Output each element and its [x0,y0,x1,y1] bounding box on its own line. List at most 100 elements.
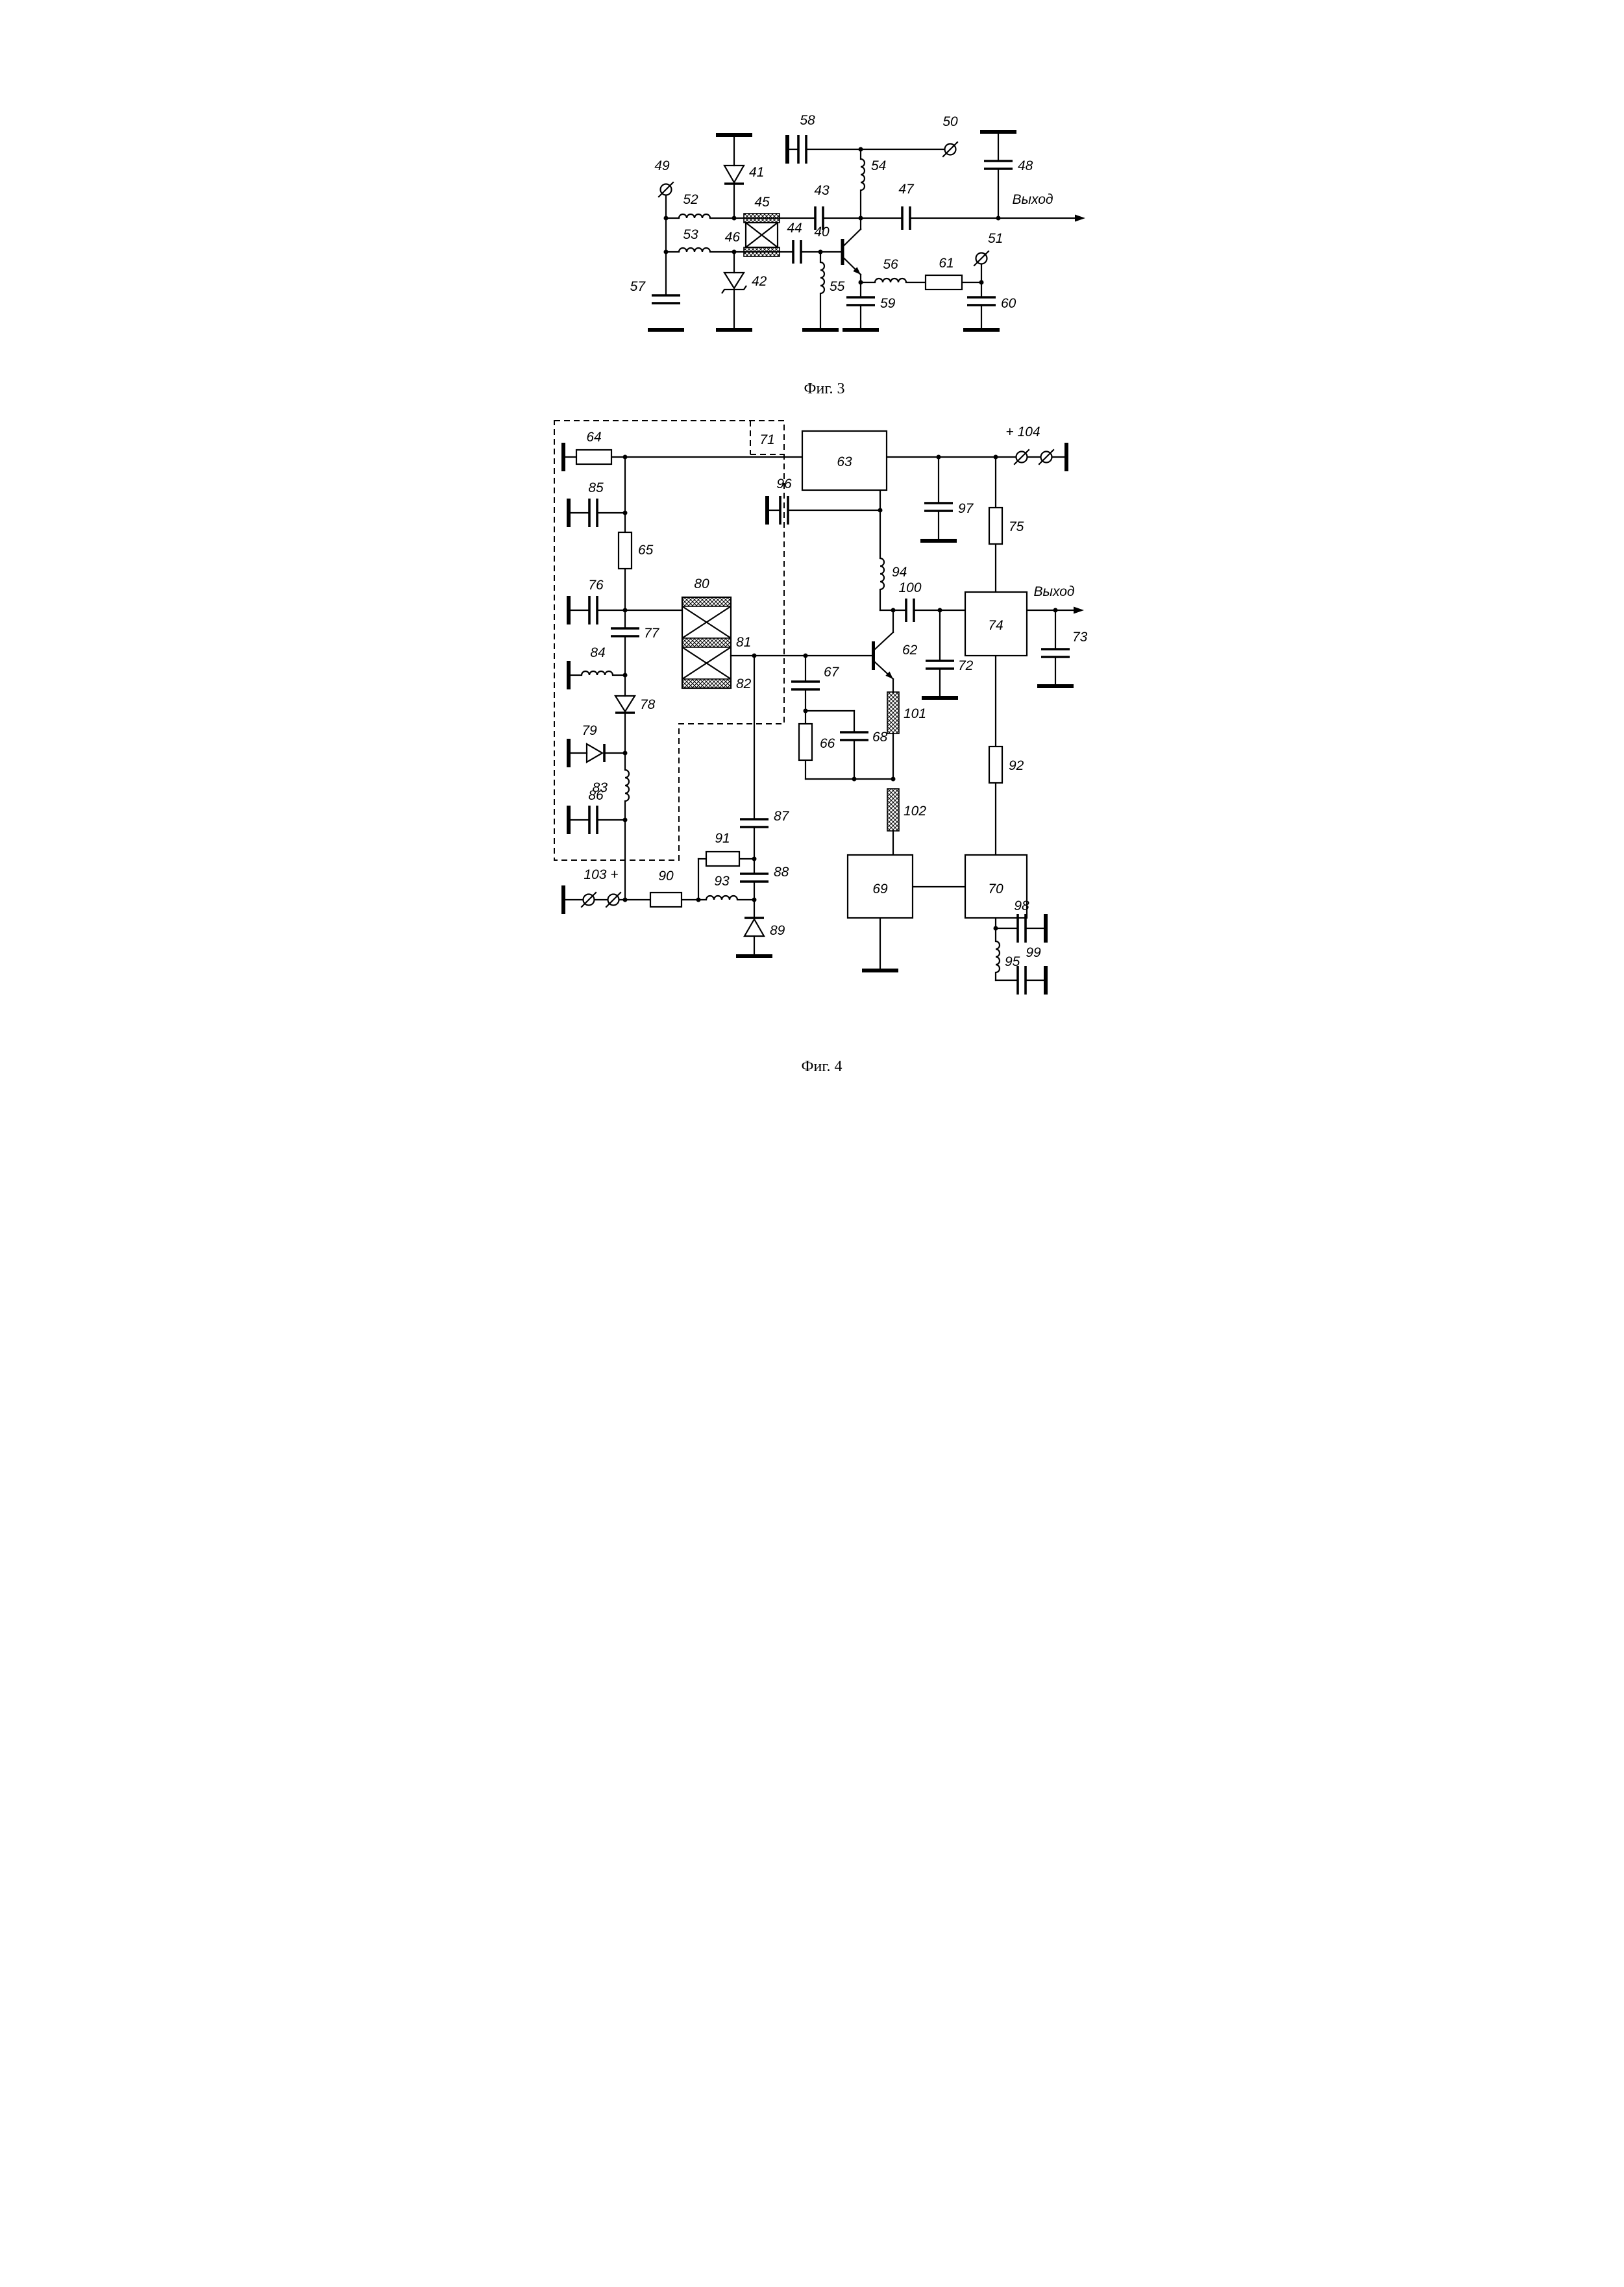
label-64: 64 [586,430,601,445]
label-41: 41 [749,165,764,180]
label-50: 50 [942,114,958,129]
label-78: 78 [640,697,656,712]
capacitor-72 [925,660,954,670]
capacitor-59 [846,296,875,306]
transistor-40 [841,217,862,276]
fig4-output-label: Выход [1033,584,1074,599]
resistor-65 [617,531,632,570]
diode-78 [613,695,636,714]
label-51: 51 [988,231,1003,246]
label-65: 65 [638,543,654,558]
capacitor-48 [983,160,1013,170]
label-96: 96 [776,476,792,491]
label-74: 74 [988,618,1003,633]
capacitor-97 [924,502,953,512]
fig3-junction-dots [663,147,1000,285]
fig4-wires [564,456,1076,982]
capacitor-43 [813,206,824,230]
label-56: 56 [883,257,898,272]
diode-89 [743,917,765,937]
label-60: 60 [1001,296,1016,311]
label-68: 68 [872,730,888,745]
patent-drawing-page: 49 52 53 41 42 45 46 43 44 40 47 48 50 5… [406,0,1218,1144]
capacitor-57 [651,294,680,304]
capacitor-76 [587,596,598,624]
fig3-ground-symbols [647,130,1016,332]
resistor-75 [988,506,1003,545]
inductor-53 [678,247,711,253]
inductor-93 [705,895,738,900]
supply-103-label: 103 + [584,867,618,882]
label-79: 79 [582,723,597,738]
capacitor-96 [778,496,789,525]
schematic-canvas: 49 52 53 41 42 45 46 43 44 40 47 48 50 5… [553,113,1088,1075]
label-76: 76 [588,578,604,593]
capacitor-67 [791,680,820,691]
label-86: 86 [588,788,604,803]
terminal-49 [657,181,674,198]
label-77: 77 [644,626,660,641]
label-70: 70 [988,882,1003,896]
resonator-45-46 [743,213,780,257]
label-73: 73 [1072,630,1088,645]
transistor-62 [871,609,894,680]
label-95: 95 [1005,954,1020,969]
resistor-64 [575,449,612,465]
terminal-51 [972,250,990,267]
label-45: 45 [754,195,770,210]
capacitor-87 [739,818,769,828]
inductor-83 [624,769,630,802]
supply-104-label: + 104 [1005,425,1040,439]
label-82: 82 [736,676,752,691]
label-55: 55 [830,279,845,294]
hatched-element-102 [886,788,900,832]
label-44: 44 [787,221,802,236]
terminal-103 [580,891,622,908]
label-67: 67 [824,665,840,680]
block-74 [964,591,1027,657]
fig3-output-arrow [1074,214,1085,222]
block-69 [846,854,913,919]
figure4-caption: Фиг. 4 [801,1058,842,1075]
label-92: 92 [1009,758,1024,773]
label-69: 69 [872,882,888,896]
zener-diode-42 [720,271,747,294]
capacitor-68 [839,731,868,741]
capacitor-88 [739,872,769,883]
capacitor-85 [587,499,598,527]
resistor-66 [798,723,813,761]
fig3-output-label: Выход [1012,192,1053,207]
label-47: 47 [898,182,915,197]
inductor-54 [860,158,865,192]
label-43: 43 [814,183,830,198]
terminal-104 [1013,449,1055,465]
capacitor-77 [610,627,639,637]
label-75: 75 [1009,519,1024,534]
label-72: 72 [958,658,974,673]
figure3-caption: Фиг. 3 [804,380,844,397]
resistor-90 [649,891,682,908]
label-93: 93 [714,874,730,889]
fig4-ground-symbols [561,443,1074,995]
label-81: 81 [736,635,751,650]
label-42: 42 [752,274,767,289]
label-83: 83 [592,780,608,795]
label-49: 49 [654,158,670,173]
resistor-91 [705,850,740,867]
label-91: 91 [715,831,730,846]
capacitor-60 [966,296,996,306]
label-62: 62 [902,643,918,658]
label-66: 66 [820,736,835,751]
label-90: 90 [658,869,674,884]
capacitor-58 [796,135,807,164]
label-48: 48 [1018,158,1033,173]
capacitor-47 [900,206,911,230]
label-100: 100 [898,580,921,595]
label-94: 94 [892,565,907,580]
label-85: 85 [588,480,604,495]
hatched-element-101 [886,691,900,734]
diode-41 [722,164,745,185]
label-98: 98 [1014,898,1029,913]
label-63: 63 [837,454,852,469]
label-53: 53 [683,227,698,242]
